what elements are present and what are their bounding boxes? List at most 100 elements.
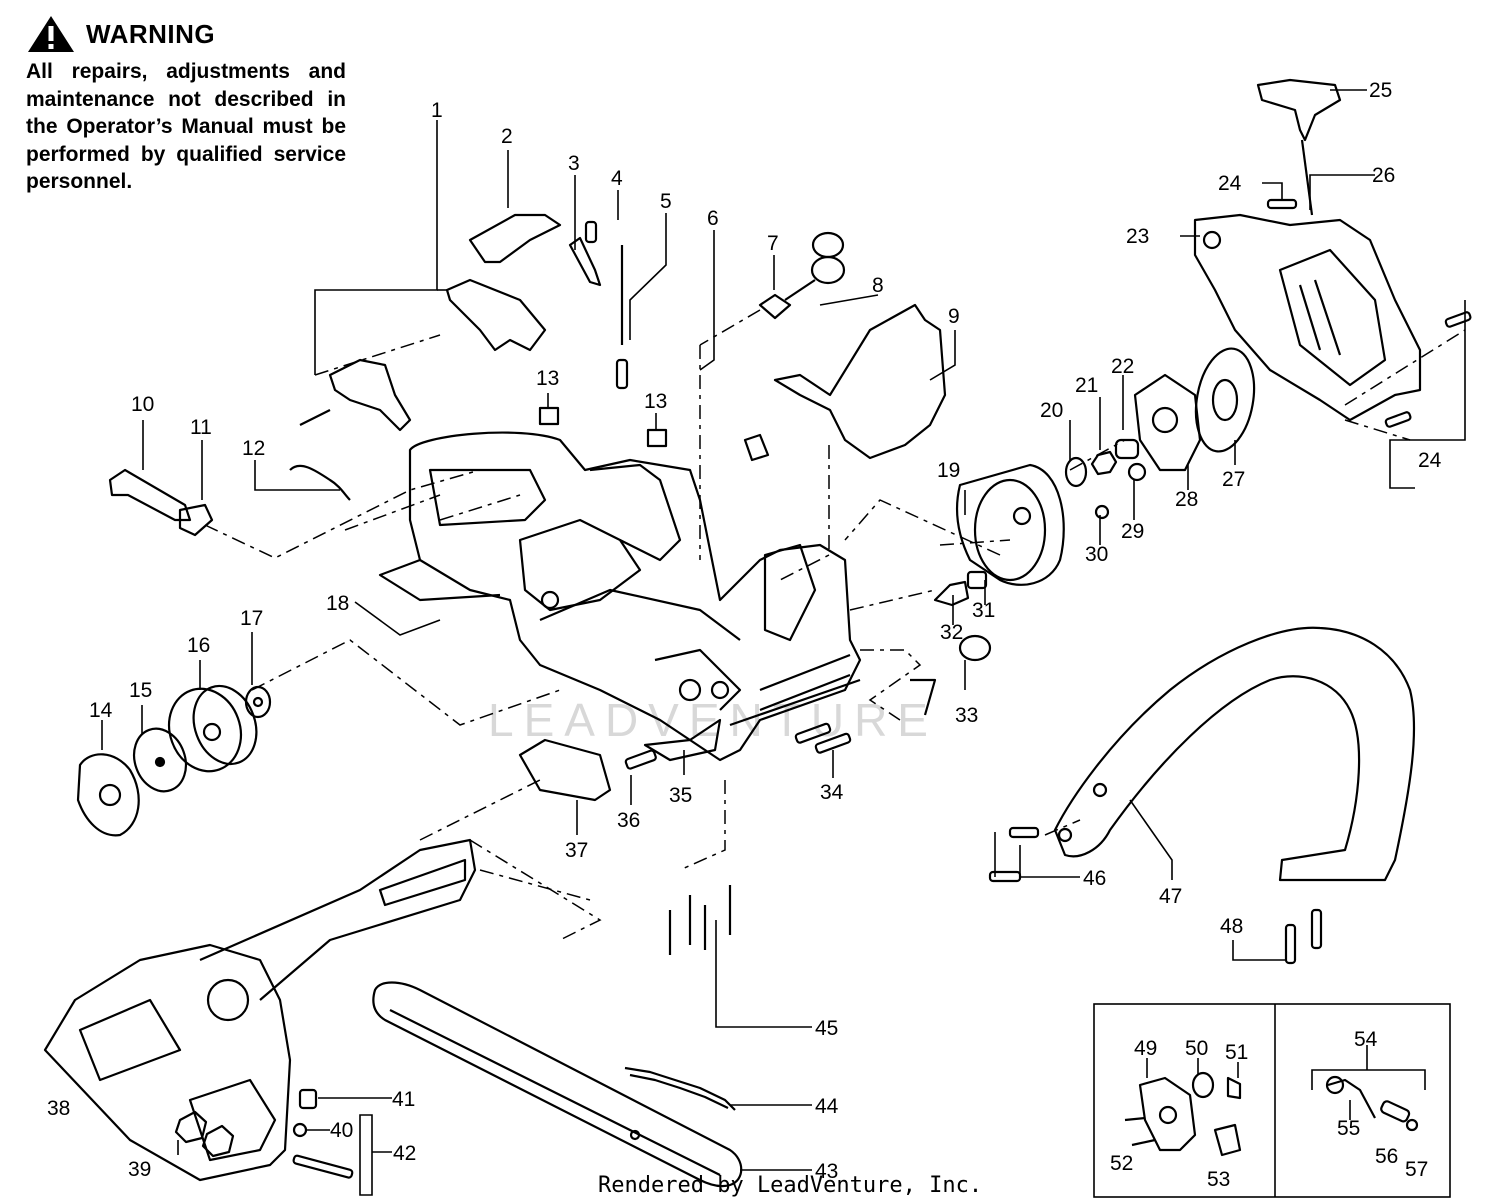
inset-box	[1093, 1003, 1451, 1198]
label-40: 40	[330, 1119, 353, 1142]
part-35-bracket	[643, 718, 722, 762]
part-48-screws	[1284, 908, 1323, 965]
label-48: 48	[1220, 915, 1243, 938]
label-24b: 24	[1418, 449, 1442, 472]
label-30: 30	[1085, 543, 1108, 566]
label-22: 22	[1111, 355, 1134, 378]
label-46: 46	[1083, 867, 1106, 890]
part-16-clutch-drum	[168, 684, 258, 773]
part-38-sprocket-cover	[43, 838, 477, 1182]
footer-credit: Rendered by LeadVenture, Inc.	[598, 1173, 982, 1198]
label-1: 1	[431, 99, 443, 122]
label-27: 27	[1222, 468, 1245, 491]
part-20-washer	[1064, 456, 1088, 488]
part-15-washer	[132, 727, 188, 793]
label-7: 7	[767, 232, 779, 255]
part-34-screws	[794, 722, 852, 754]
label-51: 51	[1225, 1041, 1248, 1064]
label-32: 32	[940, 621, 963, 644]
part-47-front-handle	[1053, 626, 1416, 882]
label-18: 18	[326, 592, 349, 615]
warning-heading: WARNING	[86, 18, 216, 49]
label-43: 43	[815, 1160, 838, 1183]
part-51-fitting	[1226, 1076, 1242, 1100]
part-23-starter-housing	[1193, 213, 1422, 422]
label-19: 19	[937, 459, 960, 482]
label-2: 2	[501, 125, 513, 148]
label-21: 21	[1075, 374, 1098, 397]
part-39-nuts	[174, 1110, 235, 1158]
part-43-guide-bar	[372, 981, 743, 1188]
label-24a: 24	[1218, 172, 1242, 195]
label-50: 50	[1185, 1037, 1208, 1060]
part-26-starter-rope	[1300, 139, 1314, 216]
part-41-nut	[298, 1088, 318, 1110]
label-57: 57	[1405, 1158, 1428, 1181]
label-28: 28	[1175, 488, 1198, 511]
label-13b: 13	[644, 390, 667, 413]
label-8: 8	[872, 274, 884, 297]
leader-lines	[101, 89, 1466, 1196]
part-49-oil-pump	[1138, 1076, 1197, 1152]
part-36-screw	[624, 749, 657, 770]
part-14-clutch	[76, 753, 140, 837]
label-6: 6	[707, 207, 719, 230]
part-46-screws	[988, 826, 1040, 883]
label-10: 10	[131, 393, 154, 416]
part-11-bushing	[178, 503, 214, 537]
part-40-clip	[292, 1122, 308, 1138]
part-27-rewind-spring	[1194, 347, 1256, 453]
part-4-screw	[584, 220, 598, 244]
label-15: 15	[129, 679, 152, 702]
part-30-key	[1094, 504, 1110, 520]
part-21-nut	[1090, 450, 1118, 476]
part-45-screws	[668, 885, 732, 955]
part-3-spring	[568, 236, 602, 287]
assembly-lines	[204, 309, 1466, 941]
label-16: 16	[187, 634, 210, 657]
warning-notice: WARNING All repairs, adjustments and mai…	[26, 14, 346, 196]
label-35: 35	[669, 784, 692, 807]
label-31: 31	[972, 599, 995, 622]
part-18-main-housing	[378, 431, 862, 762]
part-17-washer	[244, 685, 272, 719]
label-47: 47	[1159, 885, 1182, 908]
part-24-screw-top	[1266, 198, 1298, 210]
part-37-plate	[518, 738, 612, 802]
part-12-spring	[289, 464, 351, 501]
part-24-screw-right	[1444, 311, 1472, 328]
part-1-throttle-lockout	[299, 278, 547, 432]
part-28-starter-pulley	[1133, 373, 1202, 472]
part-9-heat-shield	[773, 303, 947, 460]
part-10-lever	[108, 468, 192, 522]
part-52-screws	[1124, 1116, 1156, 1147]
label-41: 41	[392, 1088, 415, 1111]
label-14: 14	[89, 699, 113, 722]
part-5-rod	[615, 245, 629, 390]
label-12: 12	[242, 437, 265, 460]
label-49: 49	[1134, 1037, 1157, 1060]
label-13a: 13	[536, 367, 559, 390]
label-4: 4	[611, 167, 623, 190]
label-56: 56	[1375, 1145, 1398, 1168]
label-25: 25	[1369, 79, 1392, 102]
label-36: 36	[617, 809, 640, 832]
label-55: 55	[1337, 1117, 1360, 1140]
label-37: 37	[565, 839, 588, 862]
label-11: 11	[190, 416, 212, 439]
label-52: 52	[1110, 1152, 1133, 1175]
label-45: 45	[815, 1017, 838, 1040]
part-7-fuel-cap	[758, 231, 846, 320]
part-13-nut-left	[538, 406, 560, 426]
part-13-nut-right	[646, 428, 668, 448]
part-56-hose	[1380, 1100, 1411, 1123]
part-55-oil-line	[1325, 1075, 1376, 1119]
part-53-connector	[1213, 1123, 1242, 1157]
warning-text: All repairs, adjustments and maintenance…	[26, 60, 346, 193]
label-33: 33	[955, 704, 978, 727]
label-29: 29	[1121, 520, 1144, 543]
label-34: 34	[820, 781, 844, 804]
part-25-starter-handle	[1256, 78, 1342, 142]
label-26: 26	[1372, 164, 1395, 187]
